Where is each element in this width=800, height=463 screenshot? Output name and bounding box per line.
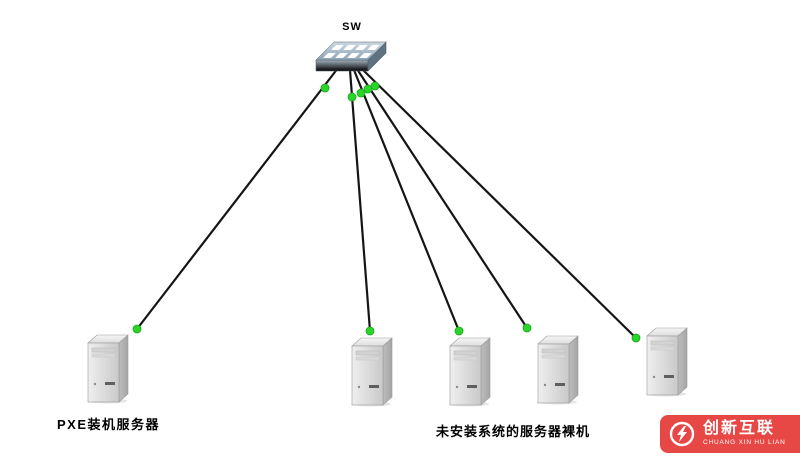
port-dot-server-bare-2 (454, 326, 464, 336)
port-dot-server-bare-1 (365, 326, 375, 336)
port-dots (132, 81, 641, 343)
link-lines (135, 66, 638, 340)
port-dot-server-pxe (132, 324, 142, 334)
link-line-bare-1 (348, 68, 372, 333)
port-dot-switch-1 (320, 83, 330, 93)
server-icon-bare-1 (350, 337, 393, 407)
bare-servers-label: 未安装系统的服务器裸机 (436, 424, 591, 439)
link-line-bare-3 (355, 67, 529, 330)
port-dot-server-bare-3 (522, 323, 532, 333)
watermark-brand: 创新互联 (703, 420, 776, 438)
port-dot-switch-2 (347, 92, 357, 102)
port-dot-server-bare-4 (631, 333, 641, 343)
watermark-subtitle: CHUANG XIN HU LIAN (703, 439, 786, 447)
port-dot-switch-5 (370, 81, 380, 91)
port-dot-switch-3 (356, 88, 366, 98)
server-icon-bare-2 (448, 337, 491, 407)
pxe-server-label: PXE装机服务器 (57, 417, 161, 432)
switch-icon (315, 41, 387, 72)
brand-logo-icon (669, 421, 695, 447)
switch-label: SW (342, 21, 362, 33)
link-line-bare-4 (359, 66, 638, 340)
server-icon-pxe (86, 334, 129, 404)
link-line-bare-2 (352, 68, 461, 333)
link-line-pxe (135, 66, 340, 331)
watermark-text: 创新互联 CHUANG XIN HU LIAN (703, 421, 786, 447)
server-icon-bare-3 (536, 335, 579, 405)
watermark-badge: 创新互联 CHUANG XIN HU LIAN (660, 415, 800, 453)
server-icon-bare-4 (645, 327, 688, 397)
